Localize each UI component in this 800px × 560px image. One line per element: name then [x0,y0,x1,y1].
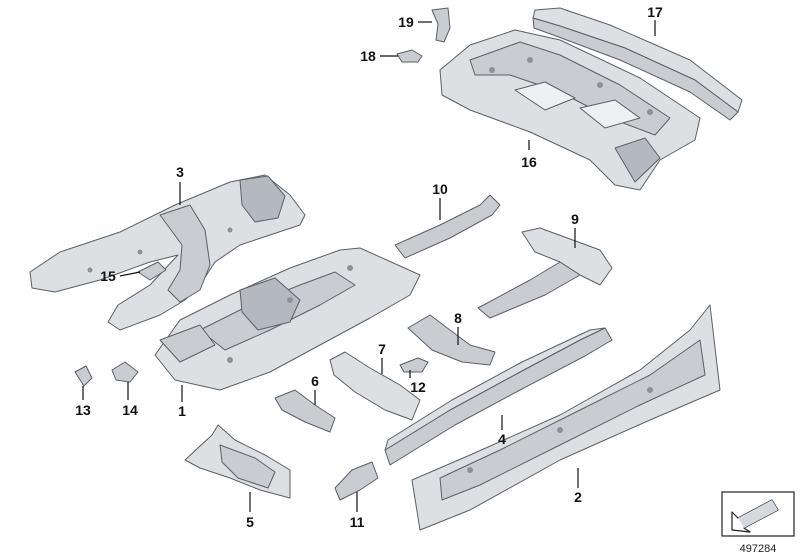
callout-1[interactable]: 1 [178,403,186,419]
part-16-rear-shelf[interactable] [439,29,701,191]
part-4-rocker-inner[interactable] [384,327,613,466]
part-7-seat-rail[interactable] [329,351,421,421]
part-8-reinforcement[interactable] [407,314,496,366]
callout-6[interactable]: 6 [311,373,319,389]
part-5-bracket-assembly[interactable] [184,424,291,499]
callout-2[interactable]: 2 [574,489,582,505]
callout-8[interactable]: 8 [454,310,462,326]
part-14-bracket[interactable] [111,361,139,383]
callout-9[interactable]: 9 [571,211,579,227]
part-15-gusset[interactable] [137,261,167,281]
part-3-front-structure[interactable] [29,174,306,331]
part-18-clip[interactable] [396,49,423,63]
callout-10[interactable]: 10 [432,181,448,197]
part-9-seat-crossmember[interactable] [477,227,613,319]
part-10-crossmember[interactable] [394,194,501,259]
callout-11[interactable]: 11 [350,514,365,530]
part-2-side-sill[interactable] [411,304,721,531]
callout-16[interactable]: 16 [521,154,537,170]
callout-labels: 1 2 3 4 5 6 7 8 9 10 11 12 13 14 15 16 1… [75,4,663,530]
callout-17[interactable]: 17 [647,4,663,20]
callout-18[interactable]: 18 [360,48,376,64]
part-11-channel[interactable] [334,461,379,501]
callout-5[interactable]: 5 [246,514,254,530]
part-13-tab[interactable] [74,365,93,387]
part-19-bracket[interactable] [431,7,451,43]
callout-12[interactable]: 12 [410,379,426,395]
callout-3[interactable]: 3 [176,164,184,180]
callout-19[interactable]: 19 [398,14,414,30]
leader-lines [82,20,656,512]
callout-13[interactable]: 13 [75,402,91,418]
part-6-member[interactable] [274,389,336,433]
callout-15[interactable]: 15 [100,268,116,284]
orientation-arrow-icon [721,491,795,537]
callout-14[interactable]: 14 [122,402,138,418]
part-17-crossmember[interactable] [532,7,743,121]
part-1-floor-pan[interactable] [154,247,421,391]
callout-7[interactable]: 7 [378,341,386,357]
document-number: 497284 [740,543,777,555]
callout-4[interactable]: 4 [498,431,506,447]
part-12-bracket[interactable] [399,357,429,373]
